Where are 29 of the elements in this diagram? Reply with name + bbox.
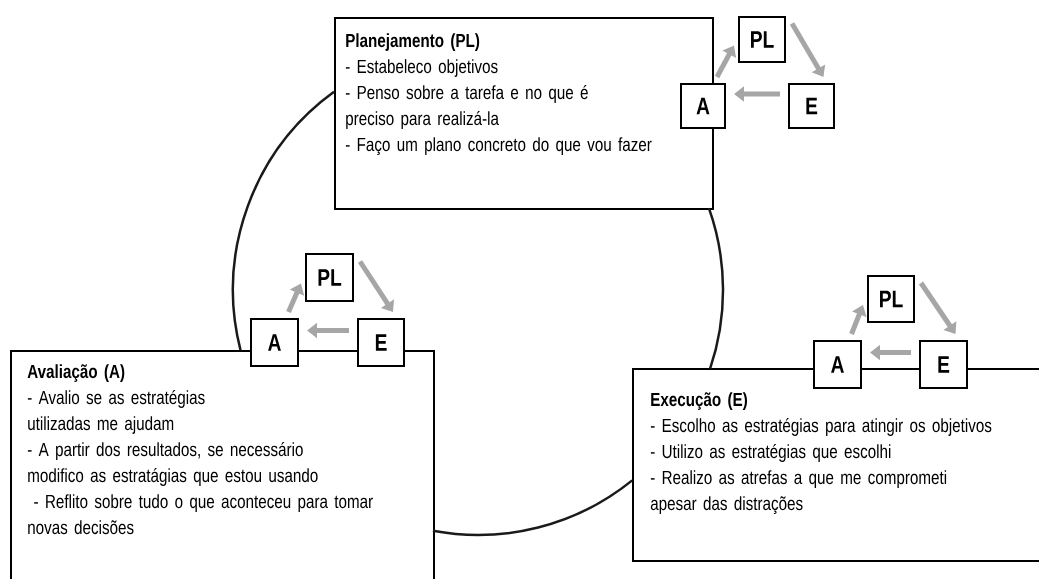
bullet-text: - Reflito sobre tudo o que aconteceu para tomar novas decisões [28, 494, 373, 535]
bullet-text: - Faço um plano concreto do que vou fazer [345, 137, 652, 155]
text-box [334, 17, 714, 210]
bullet-text: - A partir dos resultados, se necessário modifico as estratágias que estou usando [27, 442, 318, 486]
letter-box: E [357, 318, 405, 367]
bullet-text: - Estabeleco objetivos [345, 59, 498, 77]
circle-arc [432, 479, 633, 537]
bullet-text: - Realizo as atrefas a que me comprometi apesar das distrações [650, 470, 947, 514]
text-box [10, 350, 435, 579]
letter-box: E [919, 340, 968, 389]
letter-box: A [680, 83, 726, 129]
box-heading: Execução (E) [651, 392, 747, 410]
bullet-text: - Escolho as estratégias para atingir os objetivos [650, 418, 992, 436]
bullet-text: - Avalio se as estratégias utilizadas me ajudam [27, 390, 205, 434]
letter-box: PL [738, 16, 786, 63]
letter-box: E [788, 83, 835, 129]
circle-arc [232, 90, 335, 351]
box-heading: Avaliação (A) [27, 364, 125, 382]
arrow [789, 22, 826, 77]
circle-arc [707, 207, 725, 369]
letter-box: PL [305, 253, 354, 302]
bullet-text: - Utilizo as estratégias que escolhi [650, 444, 891, 462]
box-heading: Planejamento (PL) [346, 33, 480, 51]
bullet-text: - Penso sobre a tarefa e no que é preciso para realizá-la [345, 85, 588, 129]
arrow [357, 260, 395, 312]
letter-box: A [250, 318, 299, 367]
letter-box: A [813, 340, 862, 389]
letter-box: PL [867, 275, 915, 323]
arrow [918, 281, 957, 334]
